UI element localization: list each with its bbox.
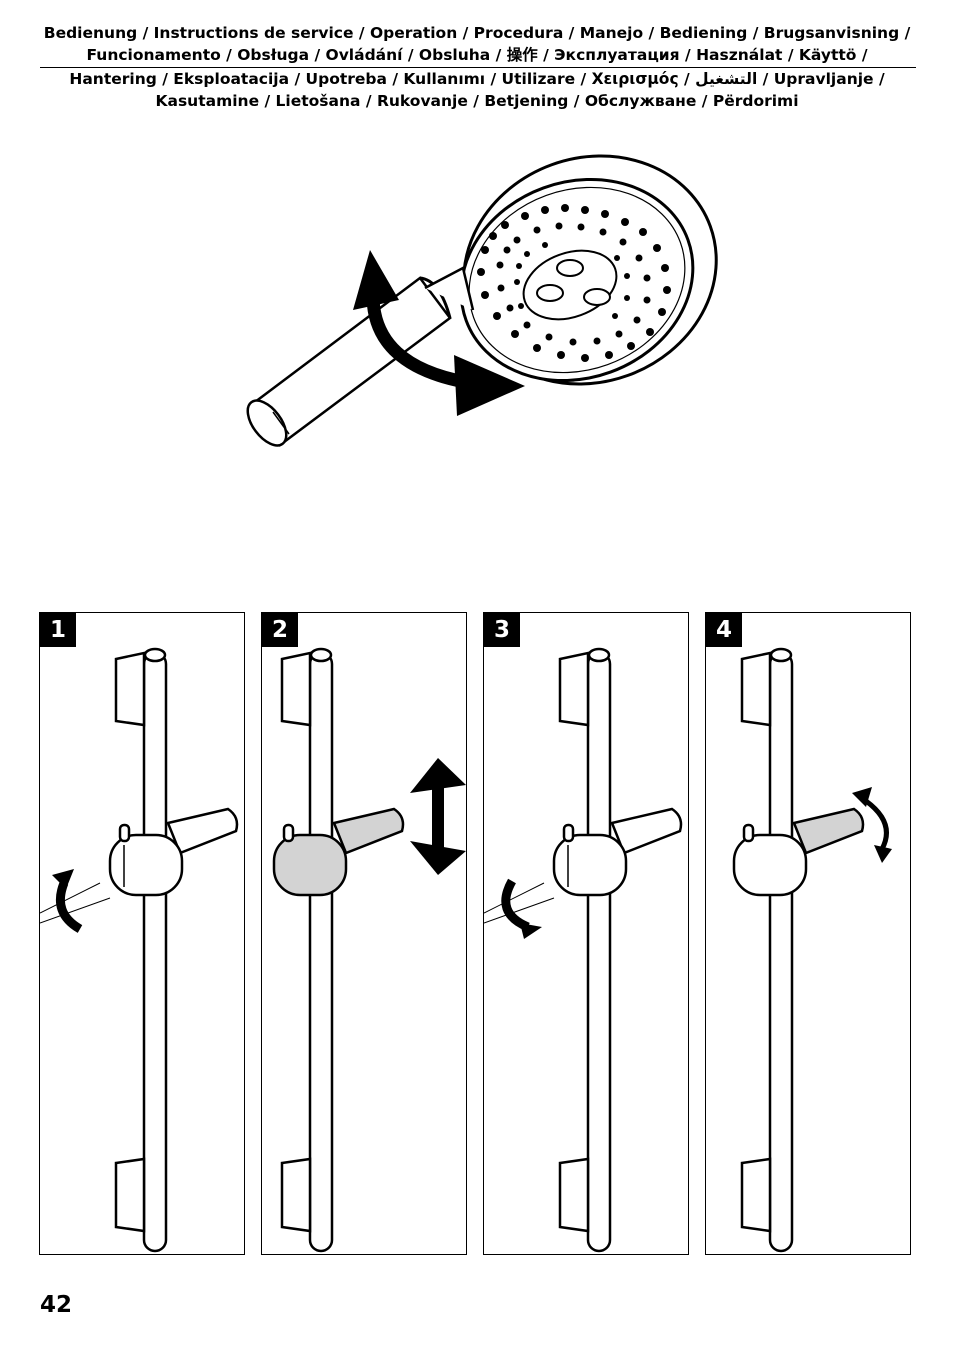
spray-nozzles <box>477 204 671 362</box>
shower-handle <box>246 276 452 447</box>
holder-cradle <box>610 807 683 855</box>
holder-cradle <box>332 807 405 855</box>
header-line-2: Funcionamento / Obsługa / Ovládání / Obs… <box>86 46 868 64</box>
wall-bracket-top <box>558 651 590 727</box>
shower-rail <box>768 651 794 1253</box>
tilt-arrow-icon <box>852 787 892 863</box>
slider-knob <box>272 833 348 897</box>
wall-bracket-bottom <box>280 1157 312 1233</box>
step-number-4: 4 <box>706 613 742 647</box>
header-divider <box>40 67 916 68</box>
shower-head <box>424 154 718 386</box>
holder-cradle <box>792 807 865 855</box>
rotate-arrow-icon <box>353 250 525 416</box>
step-panel-1: 1 <box>39 612 245 1255</box>
shower-rail-illustration <box>40 647 239 1253</box>
wall-bracket-bottom <box>114 1157 146 1233</box>
holder-cradle <box>166 807 239 855</box>
rotate-arrow-icon <box>484 878 555 939</box>
wall-bracket-top <box>280 651 312 727</box>
wall-bracket-bottom <box>558 1157 590 1233</box>
step-panel-3: 3 <box>483 612 689 1255</box>
header-languages-bottom: Hantering / Eksploatacija / Upotreba / K… <box>30 68 924 112</box>
shower-rail <box>142 651 168 1253</box>
step-number-2: 2 <box>262 613 298 647</box>
step-number-3: 3 <box>484 613 520 647</box>
step-panel-2: 2 <box>261 612 467 1255</box>
up-down-arrow-icon <box>410 758 466 875</box>
header-line-3: Hantering / Eksploatacija / Upotreba / K… <box>69 70 885 88</box>
shower-rail <box>308 651 334 1253</box>
wall-bracket-top <box>114 651 146 727</box>
wall-bracket-top <box>740 651 772 727</box>
step-panel-4: 4 <box>705 612 911 1255</box>
hand-shower-illustration <box>246 154 718 447</box>
header-line-4: Kasutamine / Lietošana / Rukovanje / Bet… <box>155 92 799 110</box>
header-line-1: Bedienung / Instructions de service / Op… <box>43 24 911 42</box>
header-languages-top: Bedienung / Instructions de service / Op… <box>30 22 924 66</box>
shower-rail-illustration <box>484 647 683 1253</box>
rotate-arrow-icon <box>40 869 111 933</box>
slider-knob <box>732 833 808 897</box>
page-number: 42 <box>40 1292 73 1318</box>
step-number-1: 1 <box>40 613 76 647</box>
slider-knob <box>552 833 628 897</box>
slider-knob <box>108 833 184 897</box>
shower-rail-illustration <box>732 647 892 1253</box>
wall-bracket-bottom <box>740 1157 772 1233</box>
shower-rail-illustration <box>272 647 466 1253</box>
shower-rail <box>586 651 612 1253</box>
spray-center-jets <box>536 259 611 306</box>
